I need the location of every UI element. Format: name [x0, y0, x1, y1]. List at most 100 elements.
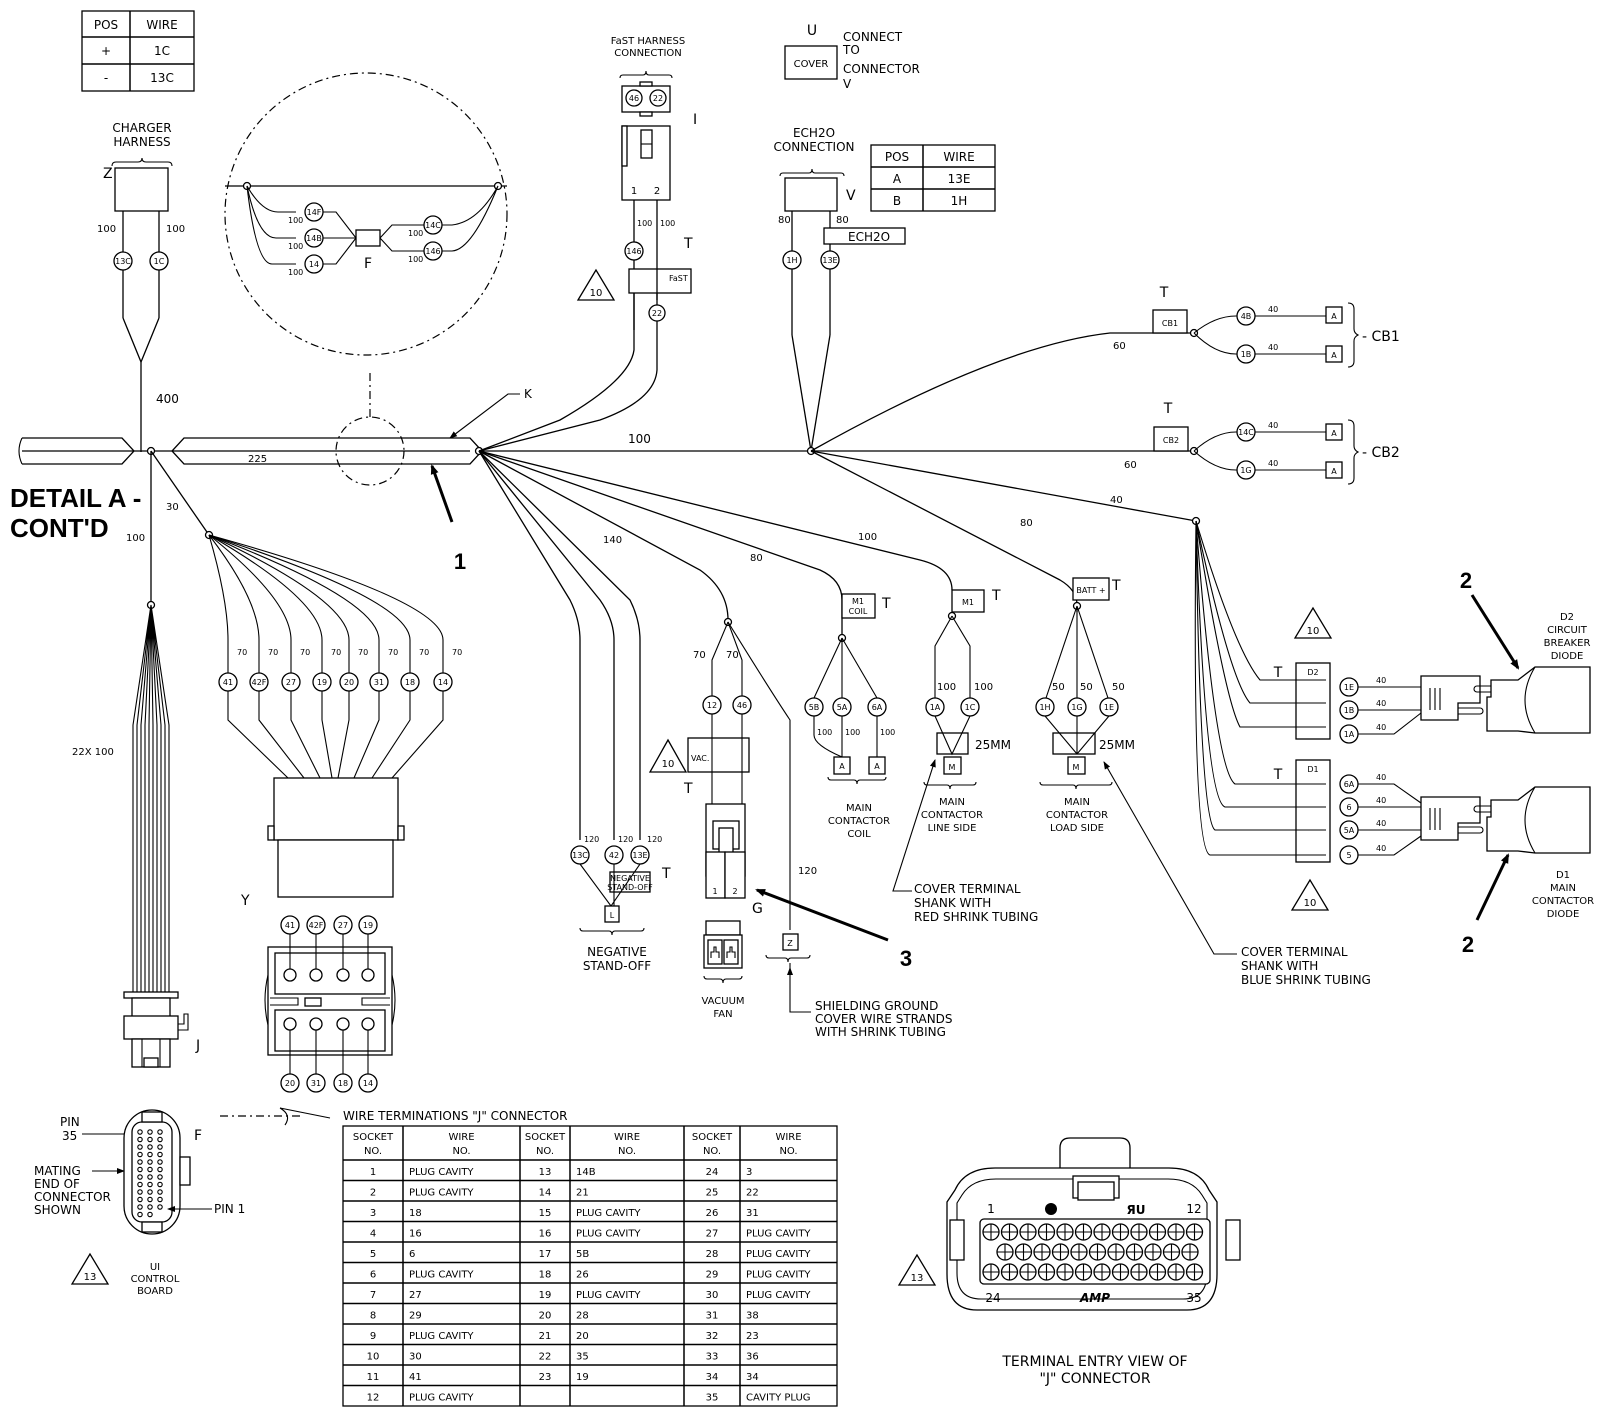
wire-id: 27 — [338, 921, 348, 930]
note-triangle-10: 10 — [1304, 898, 1317, 909]
wire-id: 42F — [309, 921, 324, 930]
table-cell: PLUG CAVITY — [409, 1393, 474, 1404]
terminal-a: A — [1331, 312, 1337, 321]
wire-length: 40 — [1268, 343, 1278, 352]
terminal-l: L — [610, 911, 615, 920]
table-header: POS — [94, 18, 118, 32]
wire-id: 18 — [338, 1079, 348, 1088]
pin — [157, 1151, 163, 1158]
table-cell: PLUG CAVITY — [576, 1208, 641, 1219]
wire-length: 120 — [798, 866, 817, 877]
wire-length: 40 — [1268, 421, 1278, 430]
pin — [157, 1196, 163, 1203]
wire-id: 22 — [653, 94, 663, 103]
main-contactor-load-side: BATT + T 50 50 50 1H 1G 1E 25MM M MAIN C… — [1035, 577, 1371, 987]
connector-z-label: Z — [103, 166, 113, 182]
pin — [147, 1181, 153, 1188]
main-load-label: LOAD SIDE — [1050, 823, 1104, 834]
table-cell: 5B — [576, 1249, 589, 1260]
blue-tubing-note: SHANK WITH — [1241, 959, 1318, 973]
marker-t: T — [991, 588, 1001, 604]
wire-length: 80 — [778, 215, 791, 226]
connector-f-label: F — [194, 1128, 202, 1144]
table-cell: 27 — [409, 1290, 422, 1301]
table-header: NO. — [364, 1146, 382, 1157]
wire-id: 14 — [363, 1079, 373, 1088]
main-line-label: MAIN — [939, 797, 965, 808]
detail-circle-small — [335, 416, 405, 486]
pin — [157, 1129, 163, 1135]
table-header: WIRE — [775, 1132, 801, 1143]
wire-length: 120 — [584, 835, 599, 844]
terminal-m: M — [949, 763, 956, 772]
table-cell: 11 — [367, 1372, 380, 1383]
wire-length: 40 — [1376, 699, 1386, 708]
blue-tubing-note: COVER TERMINAL — [1241, 945, 1348, 959]
table-cell: 38 — [746, 1311, 759, 1322]
charger-harness-label: CHARGER — [112, 121, 171, 135]
wire-length: 100 — [126, 533, 145, 544]
table-cell: 14 — [539, 1188, 552, 1199]
wire-id: 146 — [425, 247, 440, 256]
terminal-view-title: TERMINAL ENTRY VIEW OF — [1001, 1354, 1187, 1370]
table-cell: 21 — [539, 1331, 552, 1342]
note-triangle-13: 13 — [84, 1272, 97, 1283]
table-cell: - — [104, 71, 108, 85]
wire-id: 1B — [1241, 350, 1252, 359]
amp-logo: AMP — [1079, 1291, 1110, 1305]
wire-id: 4B — [1241, 312, 1252, 321]
main-contactor-line-side: M1 T 100 100 1A 1C 25MM M MAIN CONTACTOR… — [892, 588, 1038, 924]
wire-id: 31 — [311, 1079, 321, 1088]
wire-id: 1H — [1039, 703, 1050, 712]
note-triangle-10: 10 — [1307, 626, 1320, 637]
table-cell: 27 — [706, 1229, 719, 1240]
ech20-label: ECH2O — [793, 126, 835, 140]
wire-length: 40 — [1376, 796, 1386, 805]
wire-length: 70 — [452, 648, 462, 657]
table-cell: 20 — [539, 1311, 552, 1322]
table-cell: 16 — [409, 1229, 422, 1240]
batt-tag: BATT + — [1076, 586, 1105, 595]
pin — [137, 1136, 143, 1143]
wire-id: 5B — [809, 703, 820, 712]
pin-label: 1 — [631, 186, 637, 197]
table-cell: 3 — [746, 1167, 752, 1178]
hub-right: 100 60 T CB1 4B 1B 40 40 A A - CB1 60 T … — [479, 285, 1400, 606]
splice-f — [355, 229, 381, 247]
table-header: WIRE — [146, 18, 177, 32]
pin — [137, 1189, 143, 1195]
table-cell: 36 — [746, 1352, 759, 1363]
diode-assembly: T D2 T D1 1E 1B 1A 6A 6 5A 5 40 40 40 40… — [1194, 520, 1594, 957]
terminal-view-title: "J" CONNECTOR — [1039, 1371, 1150, 1387]
negative-stand-off: 120 120 120 13C 42 13E NEGATIVE STAND-OF… — [570, 835, 671, 973]
wire-id: 1G — [1240, 466, 1251, 475]
charger-pos-wire-table: POS WIRE + 1C - 13C — [81, 10, 195, 92]
wire-length: 100 — [974, 682, 993, 693]
cavity — [309, 968, 323, 982]
pin — [147, 1211, 153, 1218]
table-cell: PLUG CAVITY — [746, 1270, 811, 1281]
connect-to-note: TO — [842, 43, 860, 57]
wire-length: 40 — [1268, 305, 1278, 314]
table-cell: 34 — [706, 1372, 719, 1383]
table-cell: 30 — [706, 1290, 719, 1301]
wire-length: 70 — [388, 648, 398, 657]
table-cell: PLUG CAVITY — [409, 1270, 474, 1281]
callout-2: 2 — [1462, 932, 1474, 957]
neg-standoff-label: STAND-OFF — [583, 959, 651, 973]
pin-number-24: 24 — [985, 1291, 1000, 1305]
wire-id: 22 — [652, 309, 662, 318]
table-cell: 19 — [576, 1372, 589, 1383]
table-cell: 10 — [367, 1352, 380, 1363]
wire-id: 1E — [1344, 683, 1354, 692]
wire-id: 14 — [309, 260, 319, 269]
wire-length: 70 — [300, 648, 310, 657]
table-cell: PLUG CAVITY — [409, 1167, 474, 1178]
table-cell: 18 — [409, 1208, 422, 1219]
table-cell: 35 — [576, 1352, 589, 1363]
pin — [137, 1144, 143, 1150]
table-cell: 20 — [576, 1331, 589, 1342]
wire-id: 20 — [344, 678, 354, 687]
